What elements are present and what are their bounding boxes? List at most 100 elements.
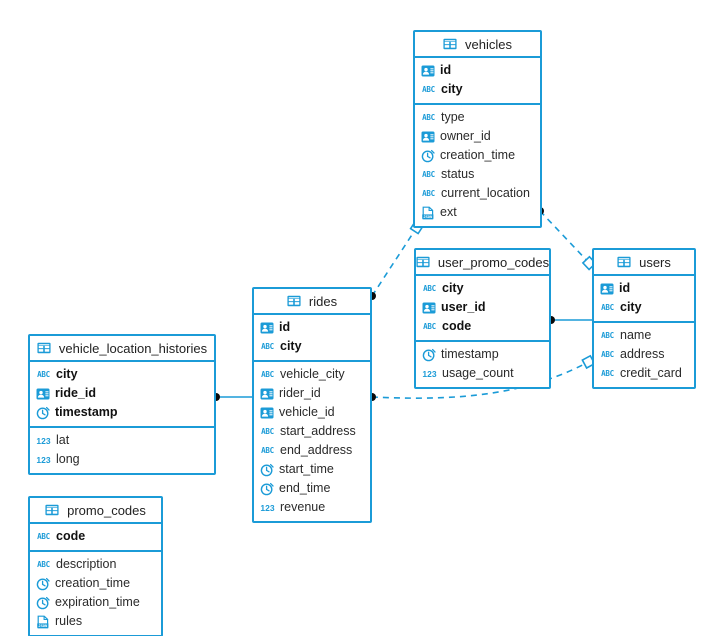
field-name: city xyxy=(442,281,464,296)
column-field[interactable]: expiration_time xyxy=(30,593,161,612)
column-field[interactable]: rider_id xyxy=(254,384,370,403)
abc-icon: ABC xyxy=(422,188,435,198)
field-name: status xyxy=(441,167,475,182)
clock-icon xyxy=(36,406,50,420)
field-name: id xyxy=(279,320,291,335)
primary-key-field[interactable]: ride_id xyxy=(30,384,214,403)
field-name: ride_id xyxy=(55,386,96,401)
field-name: creation_time xyxy=(55,576,131,591)
column-field[interactable]: JSON ext xyxy=(415,203,540,222)
column-field[interactable]: end_time xyxy=(254,479,370,498)
entity-header[interactable]: promo_codes xyxy=(30,498,161,524)
primary-key-field[interactable]: id xyxy=(254,318,370,337)
field-name: start_address xyxy=(280,424,356,439)
primary-key-field[interactable]: id xyxy=(415,61,540,80)
clock-icon xyxy=(422,348,436,362)
field-name: code xyxy=(56,529,86,544)
field-name: ext xyxy=(440,205,457,220)
field-name: code xyxy=(442,319,472,334)
field-name: end_address xyxy=(280,443,353,458)
abc-icon: ABC xyxy=(422,169,435,179)
field-name: type xyxy=(441,110,465,125)
column-field[interactable]: ABC current_location xyxy=(415,184,540,203)
id-card-icon xyxy=(260,406,274,420)
column-field[interactable]: creation_time xyxy=(415,146,540,165)
entity-header[interactable]: vehicles xyxy=(415,32,540,58)
entity-header[interactable]: rides xyxy=(254,289,370,315)
field-name: owner_id xyxy=(440,129,491,144)
field-name: start_time xyxy=(279,462,334,477)
column-field[interactable]: timestamp xyxy=(416,345,549,364)
clock-icon xyxy=(36,596,50,610)
primary-key-field[interactable]: timestamp xyxy=(30,403,214,422)
field-name: timestamp xyxy=(55,405,118,420)
id-card-icon xyxy=(600,282,614,296)
field-name: lat xyxy=(56,433,70,448)
json-file-icon: JSON xyxy=(36,615,50,629)
field-name: vehicle_id xyxy=(279,405,335,420)
123-icon: 123 xyxy=(260,502,275,513)
abc-icon: ABC xyxy=(423,283,436,293)
field-name: usage_count xyxy=(442,366,514,381)
primary-key-field[interactable]: id xyxy=(594,279,694,298)
field-name: id xyxy=(619,281,631,296)
entity-header[interactable]: vehicle_location_histories xyxy=(30,336,214,362)
clock-icon xyxy=(260,482,274,496)
entity-title: users xyxy=(639,254,671,270)
table-icon xyxy=(443,37,459,51)
id-card-icon xyxy=(260,387,274,401)
relationship-user_promo_codes-users[interactable] xyxy=(547,316,592,324)
clock-icon xyxy=(36,577,50,591)
id-card-icon xyxy=(260,321,274,335)
relationship-vehicle_location_histories-rides[interactable] xyxy=(212,393,252,401)
primary-key-field[interactable]: ABC city xyxy=(416,279,549,298)
column-field[interactable]: owner_id xyxy=(415,127,540,146)
column-field[interactable]: start_time xyxy=(254,460,370,479)
entity-header[interactable]: users xyxy=(594,250,694,276)
column-field[interactable]: creation_time xyxy=(30,574,161,593)
id-card-icon xyxy=(421,130,435,144)
svg-text:JSON: JSON xyxy=(423,215,432,219)
abc-icon: ABC xyxy=(37,531,50,541)
abc-icon: ABC xyxy=(261,426,274,436)
column-field[interactable]: vehicle_id xyxy=(254,403,370,422)
primary-key-field[interactable]: user_id xyxy=(416,298,549,317)
entity-header[interactable]: user_promo_codes xyxy=(416,250,549,276)
column-field[interactable]: ABC status xyxy=(415,165,540,184)
abc-icon: ABC xyxy=(422,84,435,94)
column-field[interactable]: ABC start_address xyxy=(254,422,370,441)
abc-icon: ABC xyxy=(601,302,614,312)
abc-icon: ABC xyxy=(601,330,614,340)
field-name: current_location xyxy=(441,186,530,201)
primary-key-field[interactable]: ABC code xyxy=(30,527,161,546)
field-name: timestamp xyxy=(441,347,499,362)
